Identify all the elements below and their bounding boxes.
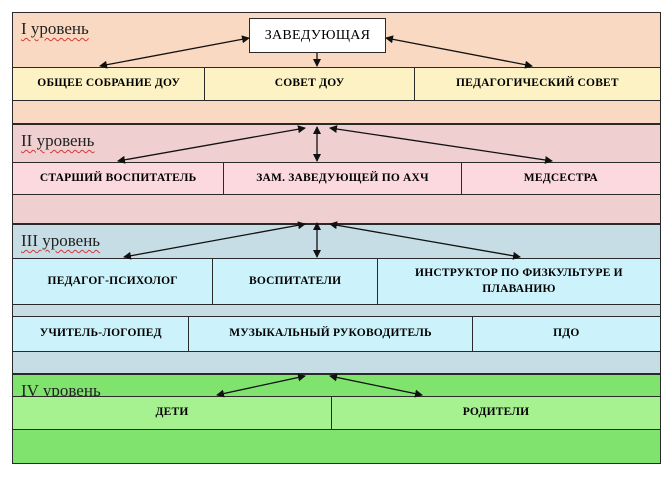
level-2-row: СТАРШИЙ ВОСПИТАТЕЛЬ ЗАМ. ЗАВЕДУЮЩЕЙ ПО А… bbox=[12, 162, 661, 195]
level-3-row-1: ПЕДАГОГ-ПСИХОЛОГ ВОСПИТАТЕЛИ ИНСТРУКТОР … bbox=[12, 258, 661, 305]
node-senior-educator: СТАРШИЙ ВОСПИТАТЕЛЬ bbox=[13, 163, 225, 194]
level-1-row: ОБЩЕЕ СОБРАНИЕ ДОУ СОВЕТ ДОУ ПЕДАГОГИЧЕС… bbox=[12, 67, 661, 101]
node-psychologist: ПЕДАГОГ-ПСИХОЛОГ bbox=[13, 259, 214, 304]
arrow-l4-right bbox=[329, 373, 423, 398]
node-deputy-head-ahch: ЗАМ. ЗАВЕДУЮЩЕЙ ПО АХЧ bbox=[224, 163, 462, 194]
arrow-l2-left bbox=[117, 125, 306, 164]
node-pe-swim-instructor: ИНСТРУКТОР ПО ФИЗКУЛЬТУРЕ И ПЛАВАНИЮ bbox=[415, 266, 623, 295]
level-3-title: III уровень bbox=[21, 231, 101, 250]
node-pedagogical-council: ПЕДАГОГИЧЕСКИЙ СОВЕТ bbox=[455, 77, 619, 90]
node-music-director: МУЗЫКАЛЬНЫЙ РУКОВОДИТЕЛЬ bbox=[189, 317, 473, 351]
node-dou-council: СОВЕТ ДОУ bbox=[205, 68, 415, 100]
node-head: ЗАВЕДУЮЩАЯ bbox=[249, 18, 386, 53]
arrow-l3-right bbox=[329, 221, 521, 260]
node-parents: РОДИТЕЛИ bbox=[462, 406, 530, 419]
node-children: ДЕТИ bbox=[13, 397, 333, 429]
arrow-l3-left bbox=[123, 221, 306, 260]
level-1-title: I уровень bbox=[21, 19, 89, 38]
arrow-l2-right bbox=[329, 125, 553, 164]
level-3-row-2: УЧИТЕЛЬ-ЛОГОПЕД МУЗЫКАЛЬНЫЙ РУКОВОДИТЕЛЬ… bbox=[12, 316, 661, 352]
arrow-head-to-general-meeting bbox=[99, 35, 250, 69]
node-educators: ВОСПИТАТЕЛИ bbox=[213, 259, 378, 304]
node-pdo: ПДО bbox=[553, 327, 580, 340]
level-4-title: IV уровень bbox=[21, 381, 101, 400]
node-nurse: МЕДСЕСТРА bbox=[523, 171, 598, 184]
level-2-title: II уровень bbox=[21, 131, 95, 150]
arrow-l4-left bbox=[216, 373, 306, 398]
arrow-head-to-pedagogical-council bbox=[385, 35, 533, 69]
node-general-meeting: ОБЩЕЕ СОБРАНИЕ ДОУ bbox=[13, 68, 206, 100]
node-speech-therapist: УЧИТЕЛЬ-ЛОГОПЕД bbox=[13, 317, 190, 351]
